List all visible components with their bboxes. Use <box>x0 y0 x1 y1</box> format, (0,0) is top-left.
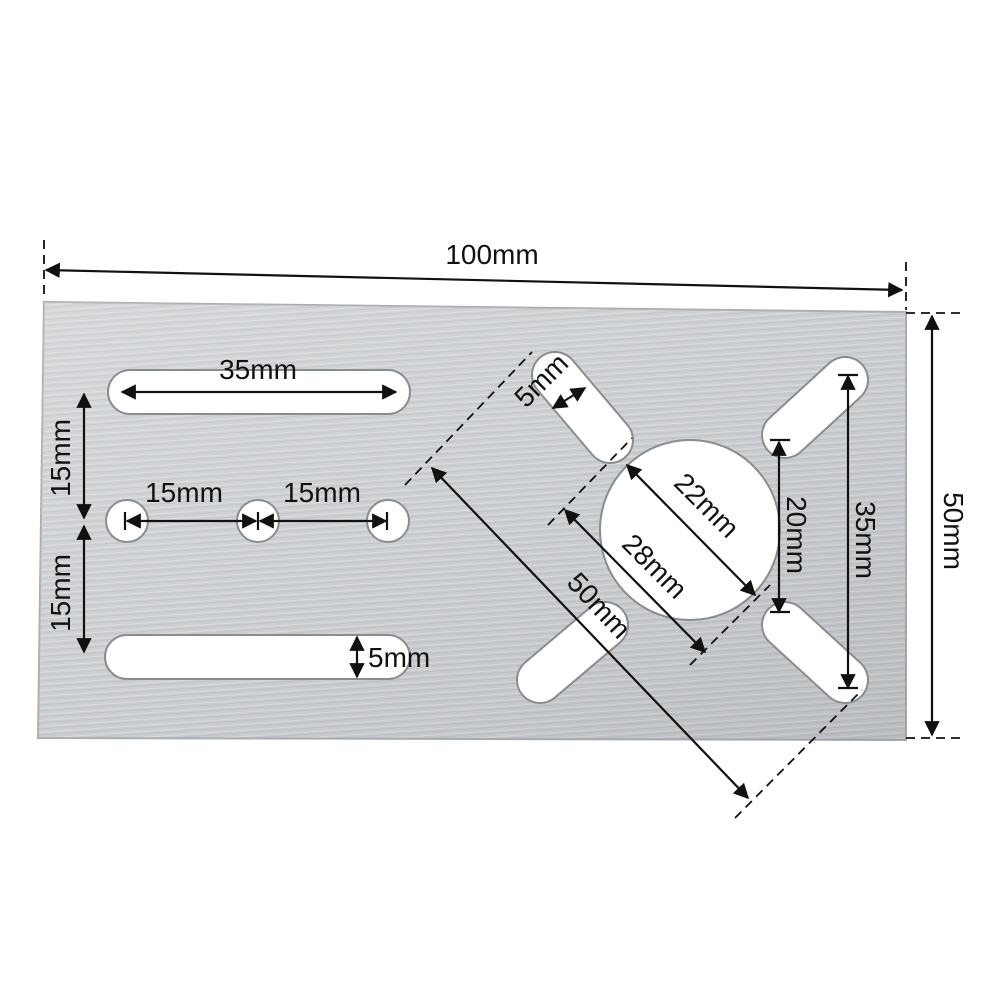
top-slot-length-label: 35mm <box>219 354 297 385</box>
width-dimension-line <box>44 262 904 298</box>
height-label: 50mm <box>938 492 969 570</box>
outer-vertical-label: 35mm <box>850 501 881 579</box>
inner-vertical-label: 20mm <box>781 496 812 574</box>
hole-spacing-right-label: 15mm <box>283 477 361 508</box>
diagonal-span-line <box>430 466 750 800</box>
hole-spacing-left-label: 15mm <box>145 477 223 508</box>
bottom-slot <box>104 634 411 680</box>
upper-spacing-label: 15mm <box>45 419 76 497</box>
lower-spacing-label: 15mm <box>45 554 76 632</box>
x-slot-width-line <box>551 387 587 409</box>
dimension-lines <box>44 262 940 800</box>
bottom-slot-width-label: 5mm <box>368 642 430 673</box>
width-label: 100mm <box>445 239 538 270</box>
